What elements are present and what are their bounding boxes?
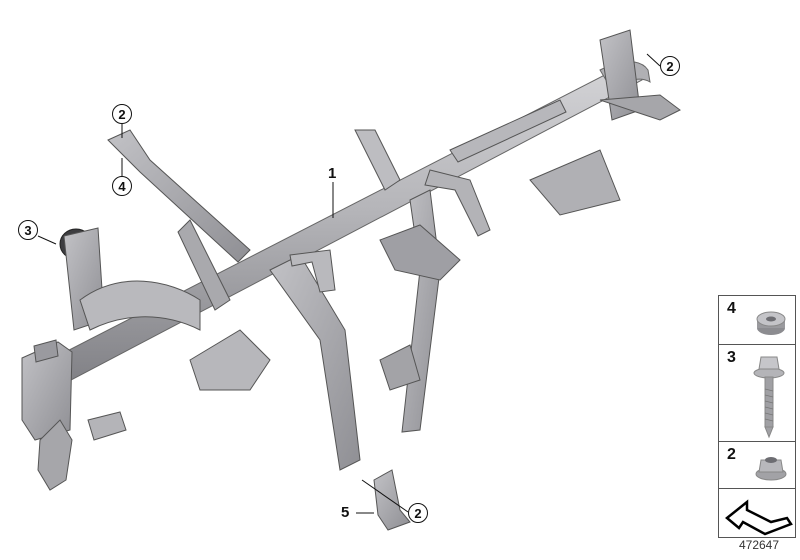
callout-2-right: 2 (660, 56, 680, 76)
nut-icon (755, 457, 787, 481)
legend-number: 2 (727, 446, 736, 463)
arrow-icon (725, 499, 793, 536)
fastener-legend: 4 3 2 (718, 295, 796, 538)
legend-item-2: 2 (718, 441, 796, 489)
legend-item-4: 4 (718, 295, 796, 345)
callout-2-bottom: 2 (408, 503, 428, 523)
diagram-part-number: 472647 (738, 538, 780, 552)
screw-icon (753, 356, 785, 439)
callout-5-label: 5 (341, 504, 350, 521)
callout-3: 3 (18, 220, 38, 240)
callout-1-label: 1 (328, 165, 337, 182)
center-upper-brackets (289, 129, 491, 293)
legend-number: 3 (727, 349, 736, 366)
part-5-bracket (373, 469, 411, 531)
legend-item-3: 3 (718, 344, 796, 442)
left-support-with-mount (59, 227, 201, 331)
callout-4: 4 (112, 176, 132, 196)
left-end-bracket (21, 339, 127, 491)
legend-number: 4 (727, 300, 736, 317)
upper-left-brace (107, 129, 251, 311)
callout-2-upper-left: 2 (112, 104, 132, 124)
right-end-bracket (449, 29, 681, 216)
washer-icon (756, 311, 786, 335)
legend-item-arrow (718, 488, 796, 538)
leader-lines (37, 53, 661, 514)
